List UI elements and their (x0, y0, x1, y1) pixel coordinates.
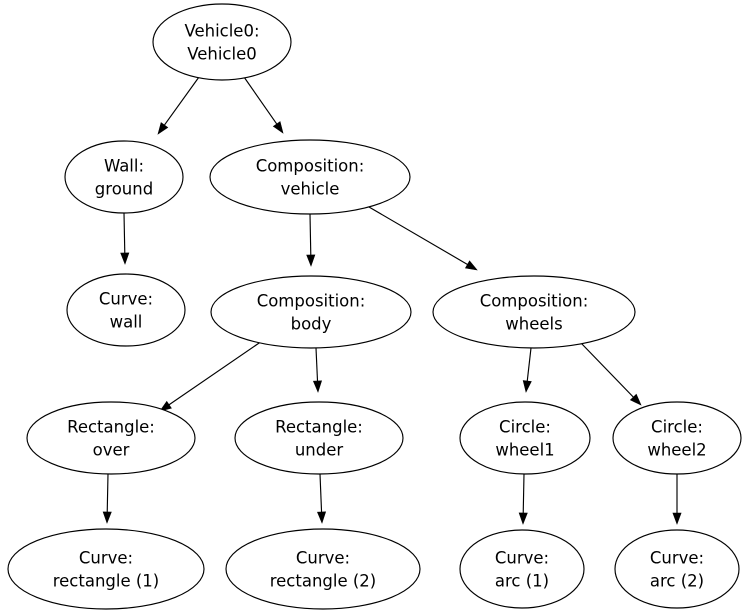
node-label-line2: rectangle (1) (53, 572, 160, 591)
edge-line (522, 473, 525, 514)
node-label-line1: Wall: (104, 157, 144, 176)
node-label-line1: Curve: (79, 549, 133, 568)
graph-node-rectangle_under[interactable]: Rectangle: under (234, 401, 404, 475)
node-label-line1: Curve: (650, 549, 704, 568)
node-ellipse[interactable] (64, 140, 184, 214)
edge-arrowhead (159, 400, 172, 412)
graph-node-wall_ground[interactable]: Wall: ground (64, 140, 184, 214)
node-ellipse[interactable] (7, 528, 205, 610)
graph-edge (306, 213, 316, 267)
node-label-line1: Circle: (499, 418, 551, 437)
graph-node-vehicle0[interactable]: Vehicle0: Vehicle0 (152, 3, 292, 81)
graph-edge (368, 206, 478, 271)
edge-line (168, 340, 263, 406)
graph-edge (672, 474, 682, 525)
edge-line (368, 206, 468, 265)
node-label-line2: Vehicle0 (187, 45, 257, 64)
edge-arrowhead (518, 512, 528, 525)
graph-node-curve_rectangle_2[interactable]: Curve: rectangle (2) (225, 528, 421, 610)
graph-node-curve_rectangle_1[interactable]: Curve: rectangle (1) (7, 528, 205, 610)
node-ellipse[interactable] (152, 3, 292, 81)
graph-node-curve_wall[interactable]: Curve: wall (66, 273, 186, 347)
node-label-line1: Curve: (99, 290, 153, 309)
node-label-line1: Circle: (651, 418, 703, 437)
node-label-line1: Composition: (480, 292, 589, 311)
graph-node-composition_vehicle[interactable]: Composition: vehicle (209, 139, 411, 215)
node-label-line2: arc (1) (495, 572, 549, 591)
edge-arrowhead (672, 512, 682, 525)
nodes-layer: Vehicle0:Vehicle0Wall:groundComposition:… (7, 3, 742, 610)
graph-node-curve_arc_1[interactable]: Curve: arc (1) (459, 529, 585, 609)
edge-arrowhead (306, 254, 316, 267)
node-ellipse[interactable] (234, 401, 404, 475)
edge-line (580, 342, 634, 398)
node-label-line2: wall (110, 313, 143, 332)
node-label-line2: under (295, 441, 344, 460)
edge-line (163, 76, 200, 126)
graph-node-composition_wheels[interactable]: Composition: wheels (432, 275, 636, 349)
edge-arrowhead (102, 511, 112, 524)
node-label-line1: Curve: (495, 549, 549, 568)
graph-node-rectangle_over[interactable]: Rectangle: over (26, 401, 196, 475)
graph-edge (317, 473, 327, 524)
node-label-line1: Curve: (296, 549, 350, 568)
node-label-line2: rectangle (2) (270, 572, 377, 591)
node-label-line2: vehicle (281, 180, 340, 199)
edge-line (319, 473, 323, 513)
graph-edge (159, 340, 263, 412)
graph-edge (157, 76, 200, 135)
node-label-line2: wheels (505, 315, 562, 334)
edge-arrowhead (312, 380, 323, 393)
node-ellipse[interactable] (614, 529, 740, 609)
graph-edge (312, 347, 323, 393)
graph-node-circle_wheel1[interactable]: Circle: wheel1 (459, 401, 591, 475)
edge-arrowhead (120, 252, 130, 265)
node-label-line1: Rectangle: (275, 418, 363, 437)
edge-arrowhead (629, 393, 642, 406)
edge-arrowhead (317, 511, 327, 524)
edge-line (106, 473, 109, 513)
node-ellipse[interactable] (66, 273, 186, 347)
node-label-line2: body (291, 315, 332, 334)
edge-line (243, 76, 278, 125)
edge-arrowhead (272, 121, 284, 134)
graph-edge (102, 473, 112, 524)
node-label-line2: wheel2 (647, 441, 706, 460)
node-ellipse[interactable] (210, 275, 412, 349)
node-label-line2: over (93, 441, 130, 460)
node-ellipse[interactable] (459, 529, 585, 609)
node-ellipse[interactable] (26, 401, 196, 475)
node-ellipse[interactable] (459, 401, 591, 475)
edges-layer (102, 76, 682, 525)
graph-edge (580, 342, 642, 406)
node-label-line1: Composition: (257, 292, 366, 311)
graph-edge (522, 347, 532, 393)
node-ellipse[interactable] (612, 401, 742, 475)
graph-edge (120, 212, 130, 265)
edge-arrowhead (522, 380, 532, 393)
node-label-line2: arc (2) (650, 572, 704, 591)
node-label-line1: Rectangle: (67, 418, 155, 437)
graph-node-circle_wheel2[interactable]: Circle: wheel2 (612, 401, 742, 475)
node-ellipse[interactable] (209, 139, 411, 215)
edge-line (315, 347, 319, 382)
edge-line (123, 212, 126, 254)
edge-arrowhead (157, 122, 169, 135)
graph-node-curve_arc_2[interactable]: Curve: arc (2) (614, 529, 740, 609)
node-ellipse[interactable] (225, 528, 421, 610)
graph-node-composition_body[interactable]: Composition: body (210, 275, 412, 349)
node-label-line1: Vehicle0: (184, 22, 259, 41)
graph-edge (243, 76, 284, 134)
node-label-line2: ground (95, 180, 153, 199)
node-ellipse[interactable] (432, 275, 636, 349)
graph-edge (518, 473, 528, 525)
node-label-line2: wheel1 (495, 441, 554, 460)
edge-arrowhead (464, 260, 478, 271)
edge-line (309, 213, 312, 256)
edge-line (526, 347, 532, 382)
node-label-line1: Composition: (256, 157, 365, 176)
